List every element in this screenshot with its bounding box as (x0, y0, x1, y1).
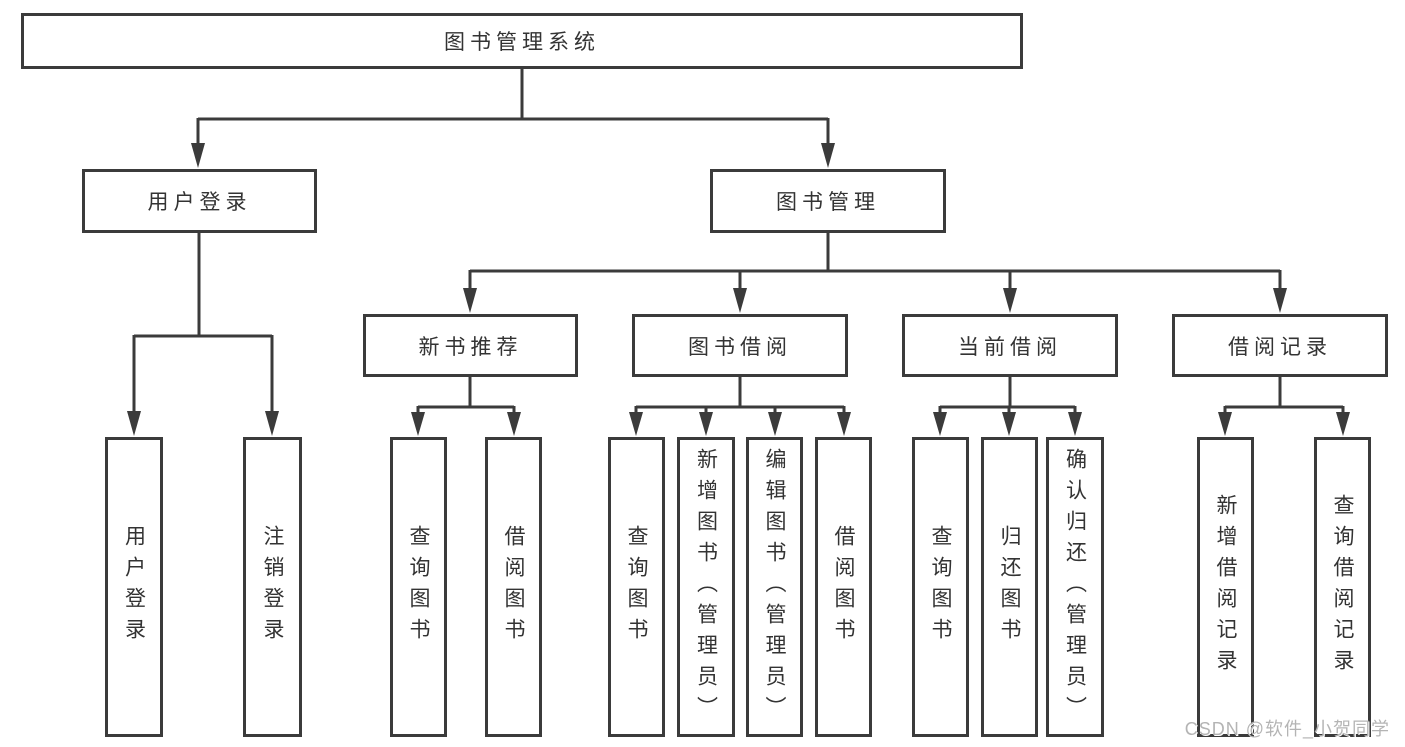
node-leaf-query-books-recommend-label: 查询图书 (407, 525, 430, 649)
node-leaf-add-books-admin: 新增图书（管理员） (677, 437, 735, 737)
node-user-login-branch: 用户登录 (82, 169, 317, 233)
node-leaf-query-books-current-label: 查询图书 (929, 525, 952, 649)
node-leaf-query-books-borrowing-label: 查询图书 (625, 525, 648, 649)
node-leaf-edit-books-admin-label: 编辑图书（管理员） (763, 447, 786, 727)
node-leaf-logout-label: 注销登录 (261, 525, 284, 649)
node-leaf-borrow-books-borrowing-label: 借阅图书 (832, 525, 855, 649)
node-leaf-borrow-books-recommend-label: 借阅图书 (502, 525, 525, 649)
node-current-borrowing-label: 当前借阅 (958, 335, 1062, 359)
node-leaf-add-borrow-record: 新增借阅记录 (1197, 437, 1254, 737)
node-leaf-borrow-books-borrowing: 借阅图书 (815, 437, 872, 737)
node-borrowing-records: 借阅记录 (1172, 314, 1388, 377)
node-current-borrowing: 当前借阅 (902, 314, 1118, 377)
node-book-borrowing: 图书借阅 (632, 314, 848, 377)
node-root-system-label: 图书管理系统 (444, 31, 600, 54)
node-leaf-query-books-recommend: 查询图书 (390, 437, 447, 737)
node-leaf-query-borrow-record-label: 查询借阅记录 (1331, 494, 1354, 680)
node-new-book-recommend-label: 新书推荐 (418, 335, 523, 359)
node-leaf-user-login-label: 用户登录 (122, 525, 146, 649)
node-book-management-branch: 图书管理 (710, 169, 946, 233)
node-leaf-add-books-admin-label: 新增图书（管理员） (694, 447, 718, 727)
node-user-login-branch-label: 用户登录 (147, 191, 252, 214)
watermark: CSDN @软件_小贺同学 (1184, 719, 1390, 739)
node-leaf-edit-books-admin: 编辑图书（管理员） (746, 437, 803, 737)
node-leaf-return-books-label: 归还图书 (998, 525, 1021, 649)
node-leaf-add-borrow-record-label: 新增借阅记录 (1214, 494, 1237, 680)
node-book-management-branch-label: 图书管理 (776, 191, 880, 214)
node-leaf-confirm-return-admin-label: 确认归还（管理员） (1063, 447, 1087, 727)
node-borrowing-records-label: 借阅记录 (1228, 335, 1332, 359)
node-leaf-query-borrow-record: 查询借阅记录 (1314, 437, 1371, 737)
node-book-borrowing-label: 图书借阅 (688, 335, 792, 359)
node-new-book-recommend: 新书推荐 (363, 314, 578, 377)
node-leaf-query-books-current: 查询图书 (912, 437, 969, 737)
node-leaf-user-login: 用户登录 (105, 437, 163, 737)
node-leaf-return-books: 归还图书 (981, 437, 1038, 737)
node-leaf-query-books-borrowing: 查询图书 (608, 437, 665, 737)
node-leaf-borrow-books-recommend: 借阅图书 (485, 437, 542, 737)
node-leaf-logout: 注销登录 (243, 437, 302, 737)
node-root-system: 图书管理系统 (21, 13, 1023, 69)
node-leaf-confirm-return-admin: 确认归还（管理员） (1046, 437, 1104, 737)
